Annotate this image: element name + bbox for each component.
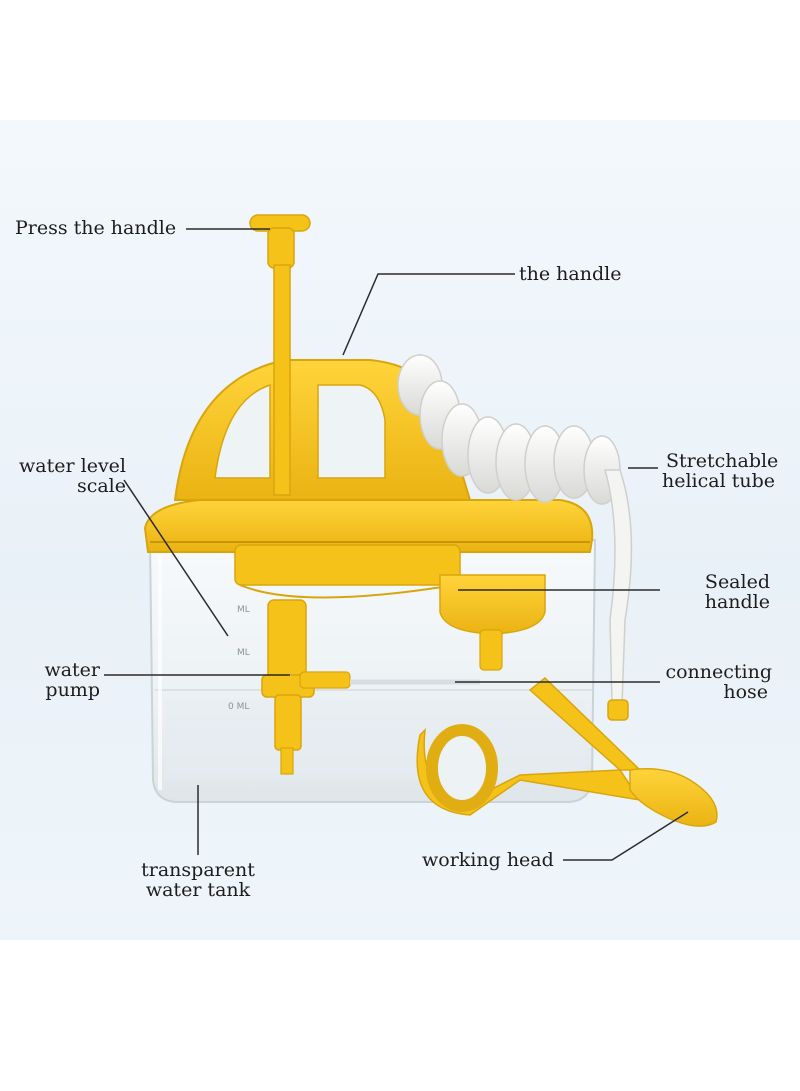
label-sealed-handle: Sealed handle: [660, 572, 770, 612]
label-line: pump: [45, 679, 100, 701]
label-line: water: [44, 659, 100, 681]
label-transparent-water-tank: transparent water tank: [126, 860, 270, 900]
scale-mark: ML: [237, 605, 250, 615]
label-press-the-handle: Press the handle: [15, 217, 177, 239]
label-water-pump: water pump: [20, 660, 100, 700]
leader-working-head: [563, 811, 689, 861]
label-line: transparent: [141, 859, 255, 881]
leader-the-handle: [342, 273, 515, 356]
label-line: connecting: [665, 661, 772, 683]
label-line: hose: [723, 681, 768, 703]
label-line: handle: [704, 591, 770, 613]
label-line: scale: [76, 475, 126, 497]
working-head: [416, 677, 718, 827]
label-line: water tank: [145, 879, 251, 901]
press-handle-plunger: [249, 214, 311, 496]
lid: [143, 359, 594, 553]
label-water-level-scale: water level scale: [14, 456, 126, 496]
scale-mark: ML: [237, 648, 250, 658]
label-working-head: working head: [422, 849, 554, 871]
label-connecting-hose: connecting hose: [640, 662, 772, 702]
label-line: Stretchable: [666, 450, 779, 472]
label-line: water level: [19, 455, 126, 477]
leader-lines: [104, 228, 689, 861]
scale-mark: 0 ML: [228, 702, 249, 712]
label-stretchable-helical-tube: Stretchable helical tube: [662, 451, 778, 491]
helical-tube: [397, 354, 633, 721]
leader-water-level: [123, 479, 229, 637]
label-line: Sealed: [704, 571, 770, 593]
water-pump: [234, 544, 461, 775]
label-the-handle: the handle: [519, 263, 622, 285]
label-line: helical tube: [662, 470, 775, 492]
water-level-scale: ML ML 0 ML: [228, 605, 250, 712]
